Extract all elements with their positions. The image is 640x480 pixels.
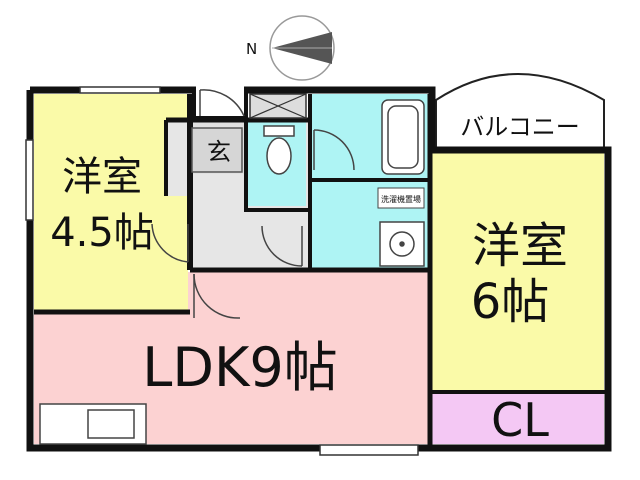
doors	[151, 89, 355, 319]
north-label: N	[246, 40, 257, 58]
western-room-large	[432, 152, 604, 392]
balcony	[435, 73, 605, 151]
entrance-box	[191, 127, 243, 173]
window	[25, 139, 34, 221]
laundry-space-label: 洗濯機置場	[381, 194, 421, 204]
entrance-label: 玄	[207, 138, 231, 166]
wash-basin-icon	[379, 221, 425, 267]
windows	[25, 86, 419, 456]
western-room-small-name: 洋室	[62, 154, 142, 200]
balcony-label: バルコニー	[460, 113, 580, 141]
window	[319, 444, 419, 456]
window	[79, 86, 161, 94]
closet	[432, 392, 604, 444]
laundry-space-box	[377, 187, 425, 209]
compass: N	[246, 15, 335, 81]
ldk-label: LDK9帖	[142, 336, 337, 399]
closet-label: CL	[491, 393, 549, 447]
western-room-large-name: 洋室	[472, 218, 568, 274]
ldk-room	[34, 272, 430, 444]
toilet-icon	[263, 125, 295, 175]
storage-cross-icon	[249, 93, 307, 119]
western-room-small	[34, 94, 188, 312]
kitchen-counter	[39, 403, 147, 445]
bathtub-icon	[381, 99, 425, 175]
western-room-large-size: 6帖	[471, 274, 550, 330]
western-room-small-size: 4.5帖	[50, 210, 154, 256]
